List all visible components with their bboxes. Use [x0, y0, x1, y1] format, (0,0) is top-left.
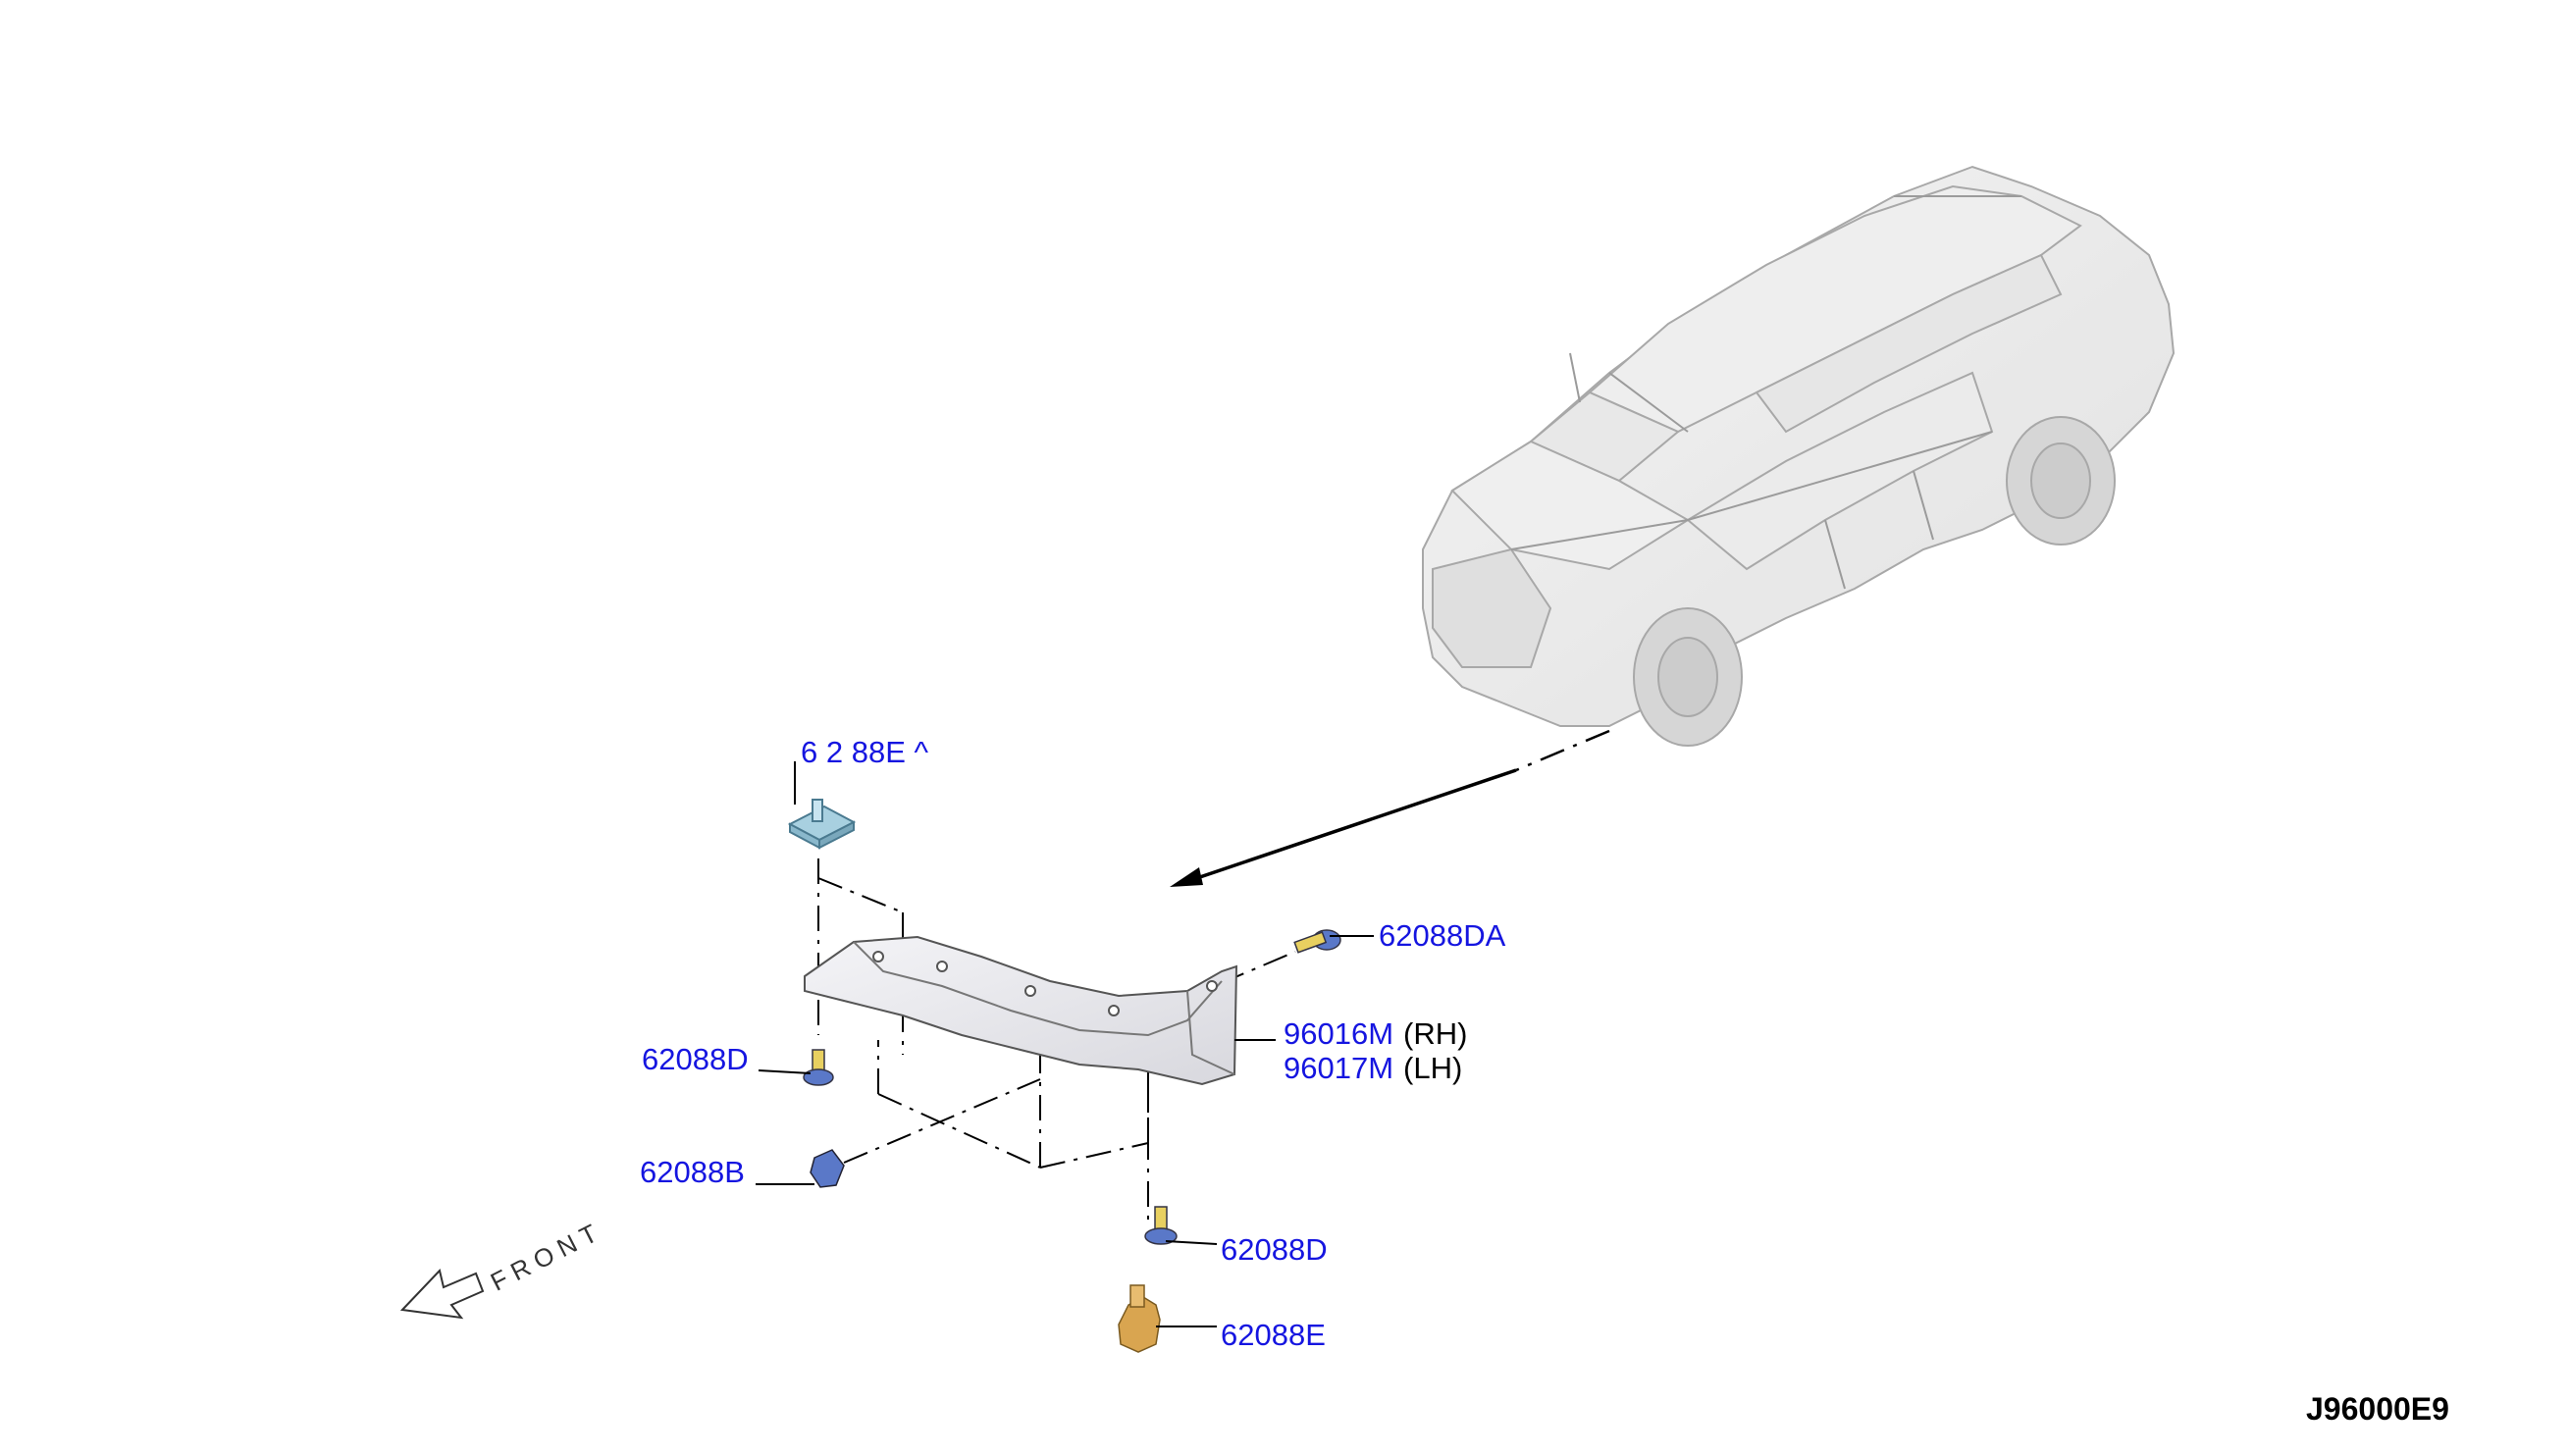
part-label-96017M: 96017M [1284, 1051, 1394, 1085]
part-label-62088E: 62088E [1221, 1318, 1326, 1352]
leader-lines [756, 761, 1374, 1327]
part-label-62088A: 6 2 88E ^ [801, 735, 929, 769]
side-label-rh: (RH) [1403, 1016, 1468, 1051]
splash-guard-bracket [804, 935, 1238, 1086]
part-label-62088D-upper: 62088D [642, 1042, 749, 1076]
front-arrow-icon [399, 1268, 485, 1320]
part-label-62088DA: 62088DA [1379, 918, 1506, 953]
part-label-62088D-lower: 62088D [1221, 1232, 1328, 1267]
vehicle-illustration [1422, 165, 2176, 747]
part-label-96016M: 96016M [1284, 1016, 1394, 1051]
clip-62088DA [1293, 929, 1341, 954]
diagram-id-code: J96000E9 [2306, 1391, 2449, 1427]
clip-62088D-lower [1144, 1206, 1178, 1245]
part-label-62088B: 62088B [640, 1155, 745, 1189]
clip-62088B [810, 1149, 845, 1188]
clip-62088D-upper [803, 1049, 834, 1086]
clip-62088E [1118, 1284, 1161, 1353]
clip-62088A [787, 799, 857, 850]
assembly-guide-lines [817, 858, 1296, 1226]
side-label-lh: (LH) [1403, 1051, 1463, 1085]
callout-pointer [1170, 729, 1610, 887]
